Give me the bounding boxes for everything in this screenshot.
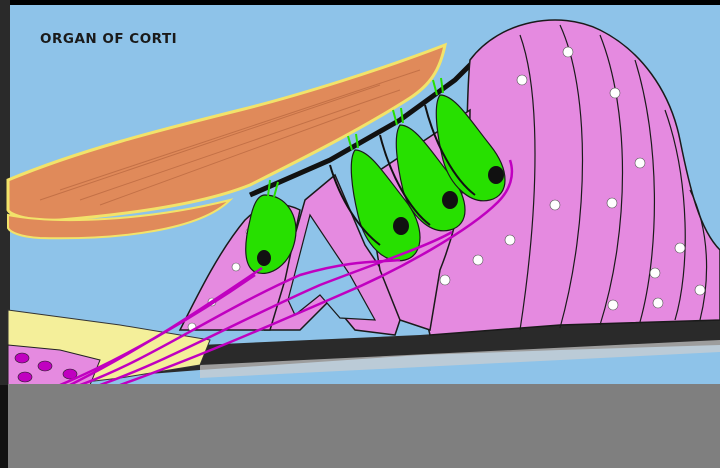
lower-gray-band xyxy=(8,384,720,468)
figure-title: ORGAN OF CORTI xyxy=(40,31,177,47)
